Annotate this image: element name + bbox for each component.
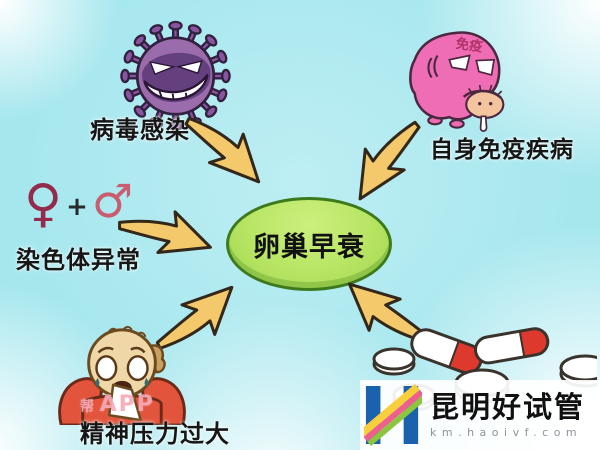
center-node: 卵巢早衰 xyxy=(226,197,392,291)
immune-cell-icon: 免疫 xyxy=(409,31,505,132)
app-watermark-prefix: 帮 xyxy=(80,399,94,415)
arrow-autoimmune-to-center xyxy=(358,120,421,201)
female-symbol: ♀ xyxy=(24,174,63,234)
capsule-icon xyxy=(410,328,483,375)
immune-badge-text: 免疫 xyxy=(455,35,485,56)
stress-label: 精神压力过大 xyxy=(80,420,230,448)
brand-watermark: 昆明好试管 km.haoivf.com xyxy=(360,380,600,450)
brand-name: 昆明好试管 xyxy=(430,389,586,424)
virus-label: 病毒感染 xyxy=(90,116,190,144)
capsule-icon xyxy=(474,327,550,365)
app-watermark-text: APP xyxy=(99,392,155,417)
male-symbol: ♂ xyxy=(91,174,134,228)
center-node-label: 卵巢早衰 xyxy=(253,231,365,263)
app-watermark: 帮 APP xyxy=(80,392,155,417)
arrow-stress-to-center xyxy=(155,285,234,350)
brand-logo-icon xyxy=(364,384,422,446)
arrow-chromosome-to-center xyxy=(118,210,212,254)
brand-url: km.haoivf.com xyxy=(430,425,583,439)
arrow-medication-to-center xyxy=(348,282,429,343)
stressed-person-icon xyxy=(58,325,186,425)
chromosome-symbols: ♀ + ♂ xyxy=(24,178,133,230)
plus-sign: + xyxy=(66,192,88,222)
chromosome-label: 染色体异常 xyxy=(16,246,141,274)
autoimmune-label: 自身免疫疾病 xyxy=(430,137,574,163)
virus-icon xyxy=(120,20,231,132)
arrow-virus-to-center xyxy=(184,116,261,184)
